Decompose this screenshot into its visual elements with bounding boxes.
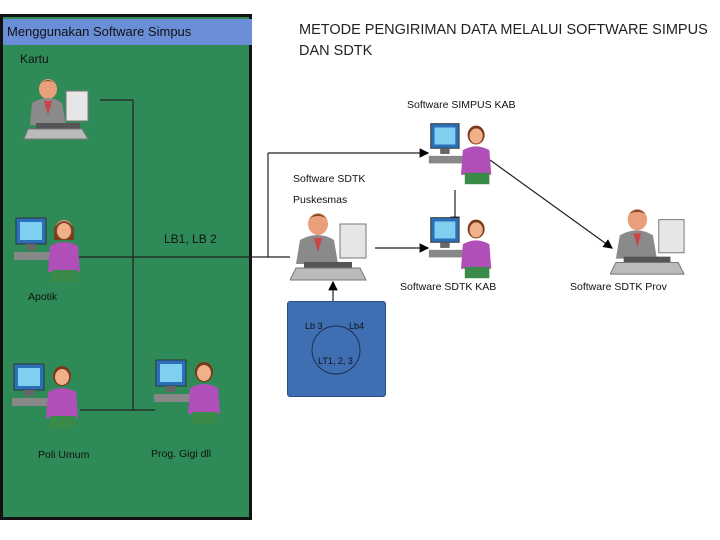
sdtk-prov-label: Software SDTK Prov (570, 281, 667, 293)
puskesmas-operator-icon (290, 213, 367, 281)
kartu-label: Kartu (20, 52, 49, 66)
simpus-panel (0, 14, 252, 520)
lb4-label: Lb4 (349, 321, 365, 331)
apotik-label: Apotik (28, 291, 58, 303)
sdtk-kab-operator-icon (428, 217, 492, 279)
report-box (287, 301, 386, 397)
lt-label: LT1, 2, 3 (318, 356, 353, 366)
simpus-kab-operator-icon (428, 123, 492, 185)
apotik-operator-icon (14, 217, 80, 282)
prog-gigi-operator-icon (154, 359, 220, 424)
kartu-operator-icon (23, 79, 89, 140)
poli-umum-operator-icon (12, 363, 78, 428)
page-title: METODE PENGIRIMAN DATA MELALUI SOFTWARE … (299, 22, 708, 59)
sdtk-prov-operator-icon (610, 208, 685, 275)
to-prov-arrow (489, 159, 613, 249)
prog-gigi-label: Prog. Gigi dll (151, 448, 212, 460)
sdtk-puskesmas-label-2: Puskesmas (293, 194, 348, 206)
poli-umum-label: Poli Umum (38, 449, 90, 461)
lb-label: LB1, LB 2 (164, 232, 217, 246)
sdtk-kab-label: Software SDTK KAB (400, 281, 497, 293)
sdtk-puskesmas-label-1: Software SDTK (293, 173, 366, 185)
lb3-label: Lb 3 (305, 321, 323, 331)
simpus-kab-label: Software SIMPUS KAB (407, 99, 516, 111)
panel-header: Menggunakan Software Simpus (3, 19, 252, 45)
